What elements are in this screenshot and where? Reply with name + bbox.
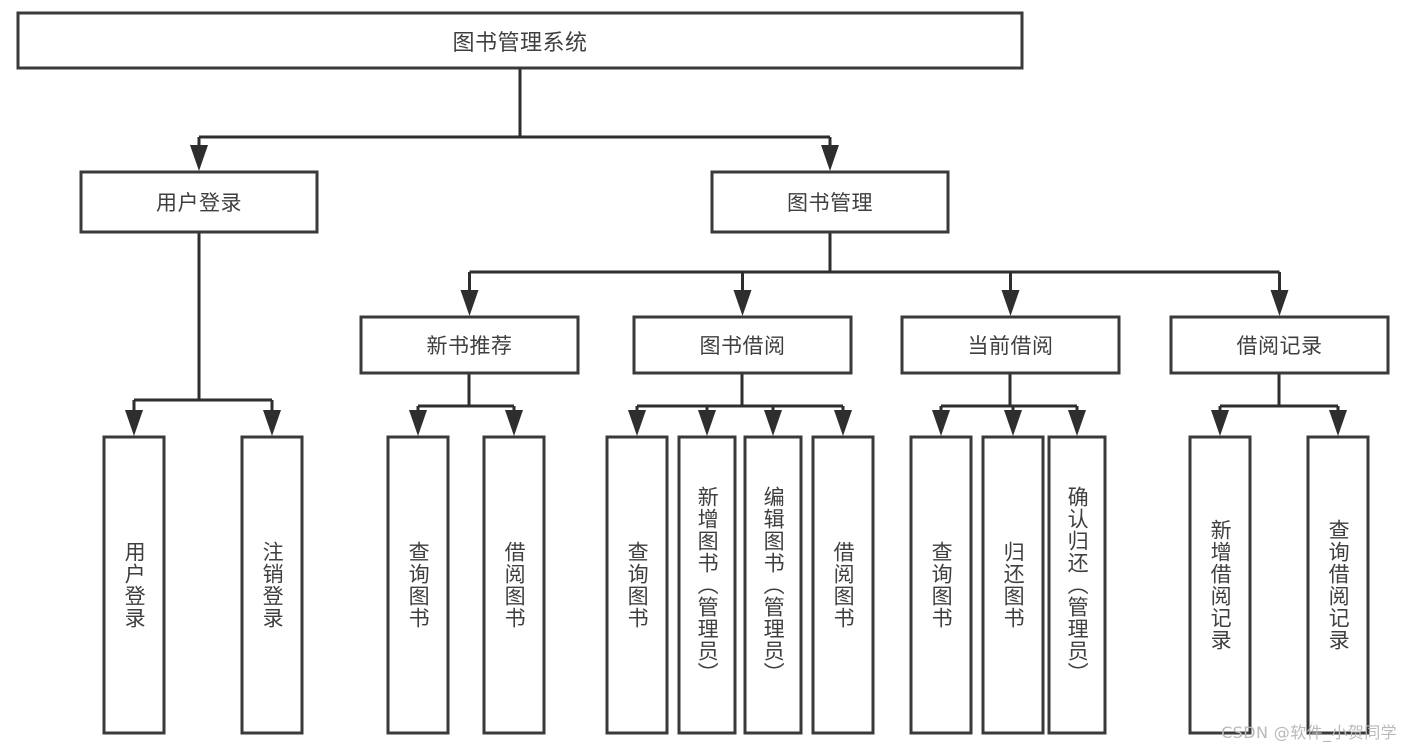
arrow-head-to-leaf-user-logout [263, 410, 281, 436]
arrow-head-to-book-borrow [733, 290, 752, 316]
arrow-head-to-leaf-add-book [698, 410, 716, 436]
node-box-leaf-query-record[interactable] [1306, 435, 1370, 735]
arrow-head-to-leaf-query-record [1329, 410, 1347, 436]
connector-from-root [197, 68, 832, 157]
node-box-leaf-confirm-return[interactable] [1047, 435, 1107, 735]
node-box-borrow-record[interactable] [1169, 315, 1390, 375]
arrow-head-to-leaf-add-record [1211, 410, 1229, 436]
node-box-leaf-borrow-book-2[interactable] [811, 435, 875, 735]
arrow-head-to-leaf-edit-book [764, 410, 782, 436]
node-box-leaf-edit-book[interactable] [743, 435, 803, 735]
node-box-leaf-user-logout[interactable] [240, 435, 304, 735]
node-box-leaf-query-book-2[interactable] [605, 435, 669, 735]
node-box-new-book-rec[interactable] [359, 315, 580, 375]
node-box-book-manage[interactable] [710, 170, 950, 234]
arrow-head-to-borrow-record [1270, 290, 1289, 316]
arrow-head-to-book-manage [821, 145, 839, 171]
node-box-leaf-user-login[interactable] [102, 435, 166, 735]
node-box-leaf-add-record[interactable] [1188, 435, 1252, 735]
node-box-user-login[interactable] [79, 170, 319, 234]
node-box-leaf-query-book-1[interactable] [386, 435, 450, 735]
connector-from-book-borrow [635, 373, 845, 422]
arrow-head-to-leaf-borrow-book-1 [505, 410, 523, 436]
node-layer [16, 11, 1390, 735]
node-box-root[interactable] [16, 11, 1024, 70]
connector-from-borrow-record [1218, 373, 1340, 422]
arrow-head-to-new-book-rec [460, 290, 479, 316]
arrow-head-to-current-borrow [1001, 290, 1020, 316]
connector-from-user-login [132, 232, 274, 422]
node-box-current-borrow[interactable] [900, 315, 1121, 375]
node-box-leaf-query-book-3[interactable] [909, 435, 973, 735]
arrow-head-to-leaf-query-book-1 [409, 410, 427, 436]
edge-layer [125, 68, 1347, 436]
node-box-leaf-add-book[interactable] [677, 435, 737, 735]
connector-from-book-manage [468, 232, 1281, 302]
node-box-book-borrow[interactable] [632, 315, 853, 375]
arrow-head-to-leaf-confirm-return [1068, 410, 1086, 436]
arrow-head-to-leaf-query-book-2 [628, 410, 646, 436]
node-box-leaf-borrow-book-1[interactable] [482, 435, 546, 735]
connector-from-new-book-rec [416, 373, 516, 422]
arrow-head-to-leaf-return-book [1004, 410, 1022, 436]
arrow-head-to-leaf-borrow-book-2 [834, 410, 852, 436]
node-box-leaf-return-book[interactable] [981, 435, 1045, 735]
arrow-head-to-user-login [190, 145, 208, 171]
arrow-head-to-leaf-query-book-3 [932, 410, 950, 436]
arrow-head-to-leaf-user-login [125, 410, 143, 436]
